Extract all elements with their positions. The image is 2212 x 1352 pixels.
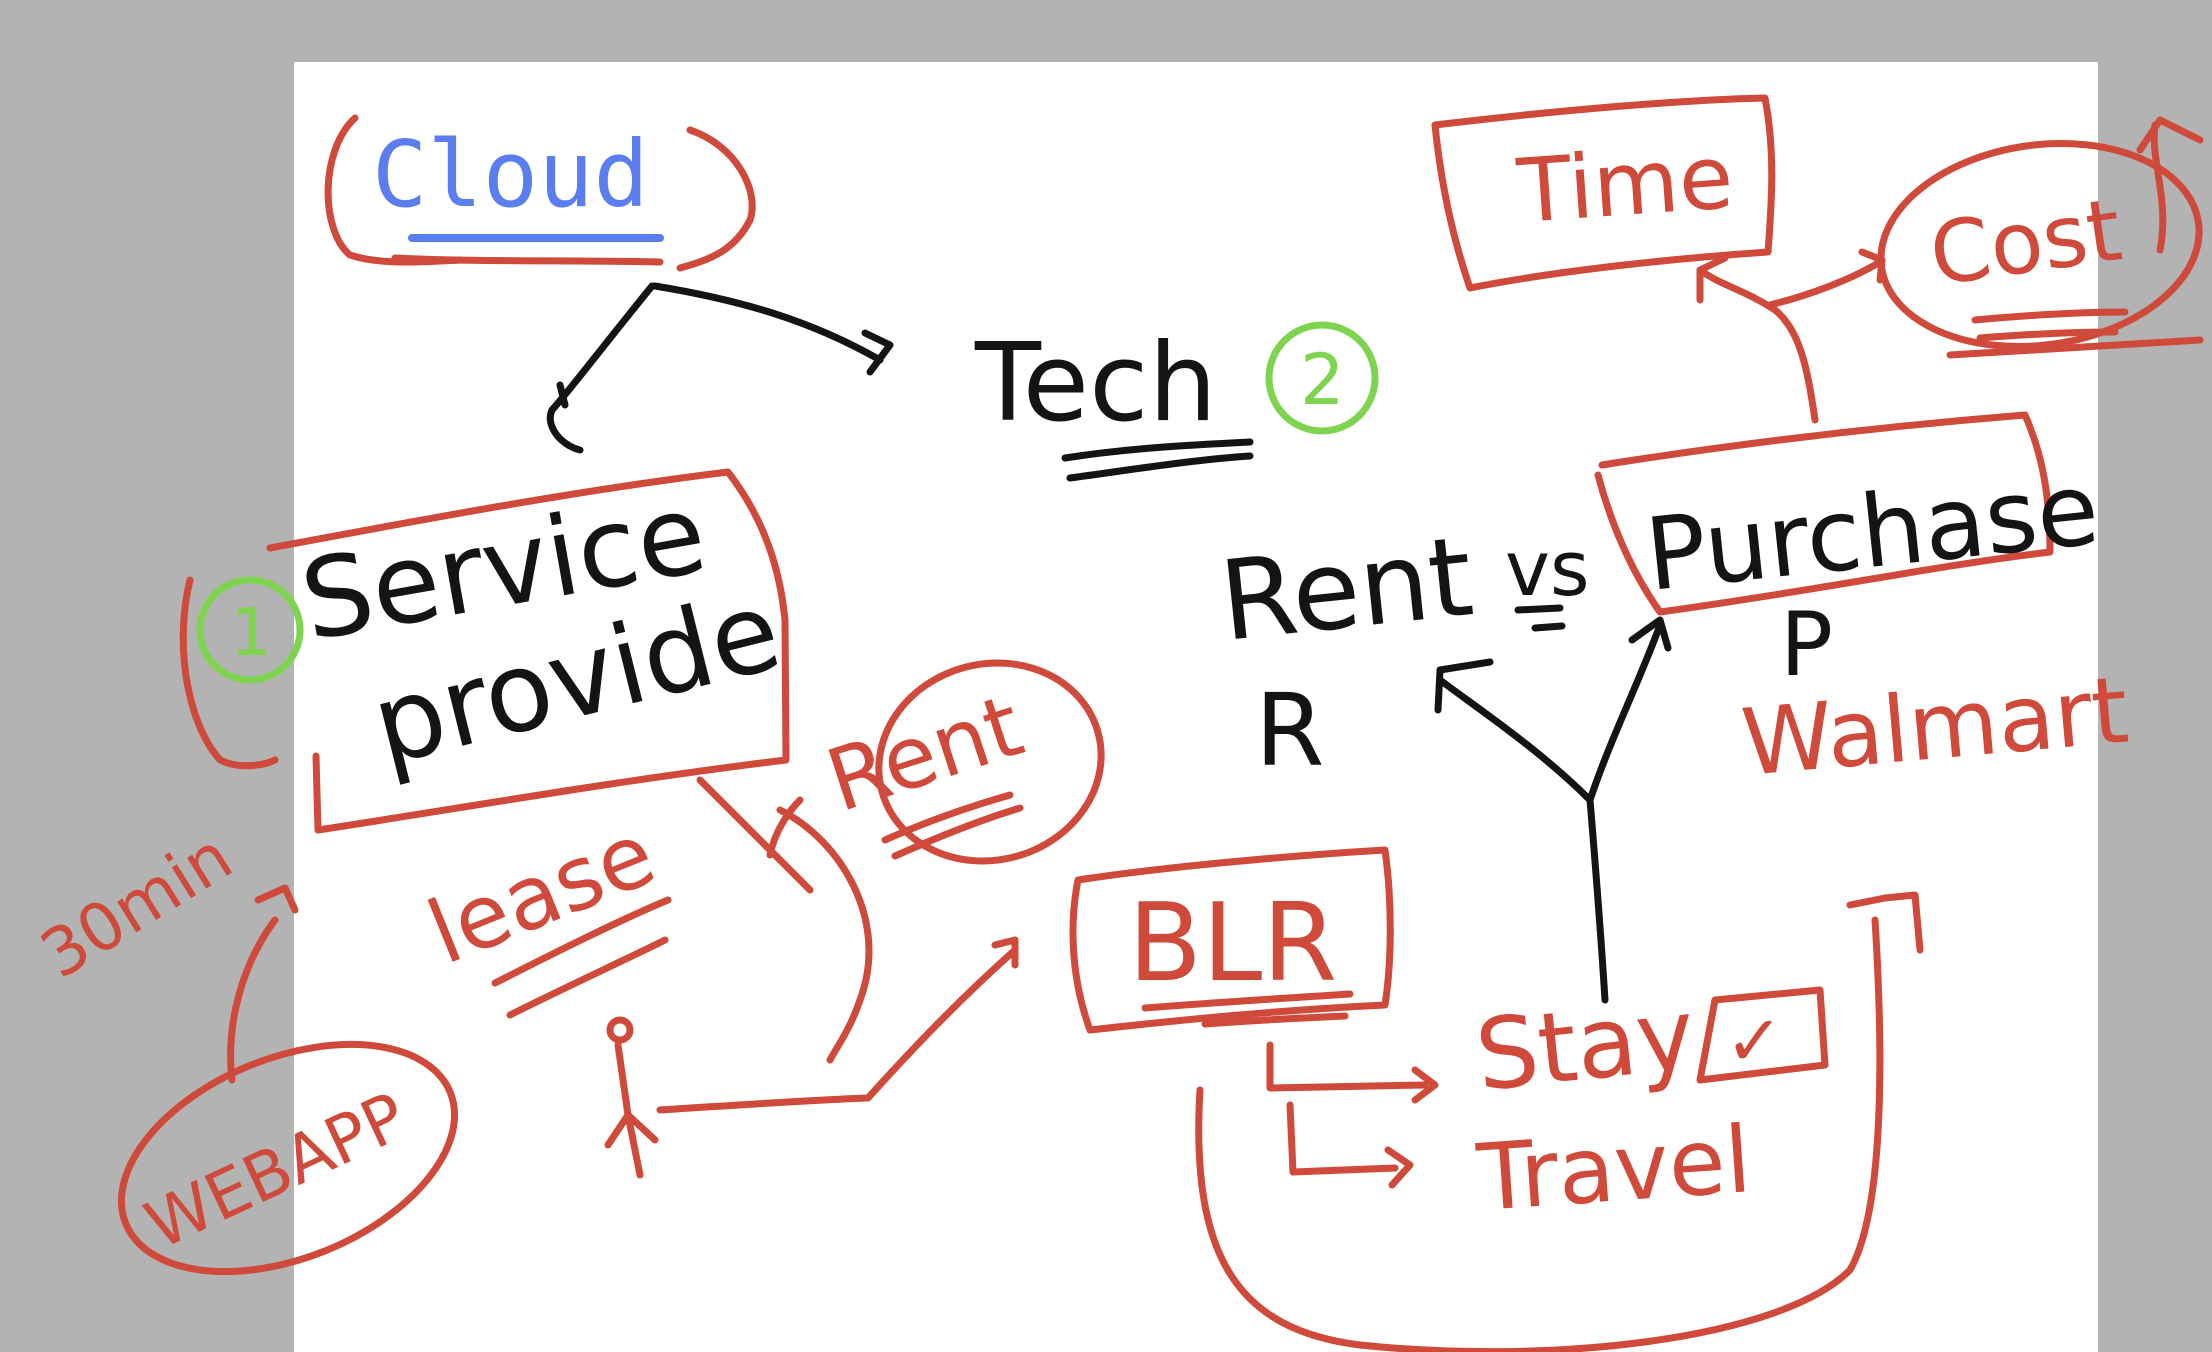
arrow-purchase-to-cost <box>1766 258 1884 309</box>
thirty-min-node[interactable]: 30min <box>28 818 246 994</box>
cost-arrow-up <box>2150 121 2167 254</box>
arrow-head-tech <box>861 329 894 376</box>
stay-label: Stay <box>1471 978 1700 1114</box>
y-arrow-right <box>1586 621 1664 804</box>
cloud-node[interactable]: Cloud <box>324 114 756 272</box>
r-letter: R <box>1255 672 1324 789</box>
stay-check: ✓ <box>1725 1000 1784 1082</box>
vs-node[interactable]: vs <box>1505 524 1590 632</box>
tech-underline-1 <box>1061 438 1254 462</box>
person-head <box>606 1016 634 1044</box>
arrow-webapp-to-30min <box>227 916 279 1084</box>
arrow-head-travel <box>1384 1146 1414 1189</box>
lease-underline-2 <box>506 936 669 1019</box>
stay-node[interactable]: Stay ✓ <box>1471 978 1829 1114</box>
tech-node[interactable]: Tech 2 <box>974 321 1379 482</box>
cloud-label: Cloud <box>372 121 649 228</box>
loop-arrow <box>1195 916 1884 1352</box>
vs-label: vs <box>1505 524 1590 613</box>
cloud-underline-red <box>391 254 664 266</box>
arrow-head-30min <box>254 884 299 914</box>
tech-underline-2 <box>1066 452 1254 482</box>
y-arrow-left <box>1436 676 1594 804</box>
service-number-circle <box>196 576 304 684</box>
cost-underline-1 <box>1971 308 2129 324</box>
rent-line-b <box>766 796 804 859</box>
arrow-blr-to-travel <box>1286 1101 1399 1176</box>
y-arrow-left-head <box>1434 658 1494 714</box>
rent-underline-2 <box>891 804 1024 860</box>
rent-curve <box>776 806 873 1064</box>
rent-black-label: Rent <box>1214 512 1478 666</box>
purchase-box <box>1594 411 2054 616</box>
cloud-bracket-right <box>676 126 756 272</box>
loop-arrow-head <box>1846 891 1924 954</box>
tech-number-circle <box>1265 321 1379 435</box>
blr-label: BLR <box>1128 881 1337 1006</box>
cost-arrow-head <box>2136 116 2204 154</box>
tech-label: Tech <box>974 321 1217 446</box>
arrow-cloud-to-tech <box>651 282 884 364</box>
rent-black-node[interactable]: Rent R <box>1214 512 1478 789</box>
time-box <box>1431 94 1776 292</box>
person-figure <box>604 1016 659 1179</box>
arrow-cloud-to-service <box>546 282 656 454</box>
vs-underline-2 <box>1531 622 1566 632</box>
service-box <box>266 468 790 834</box>
lease-underline-1 <box>491 896 672 987</box>
blr-node[interactable]: BLR <box>1069 846 1394 1034</box>
cost-circle <box>1877 140 2203 350</box>
arrow-head-service <box>556 381 569 409</box>
cost-underline-3 <box>1946 336 2204 359</box>
arrow-purchase-to-time <box>1696 266 1819 424</box>
time-label: Time <box>1513 125 1736 243</box>
person-arms <box>604 1111 659 1149</box>
stay-checkbox <box>1696 986 1829 1084</box>
arrow-person-to-blr <box>656 946 1019 1114</box>
travel-label: Travel <box>1473 1106 1754 1232</box>
blr-box <box>1069 846 1394 1034</box>
blr-underline-2 <box>1201 1012 1349 1028</box>
blr-underline-1 <box>1141 990 1354 1012</box>
arrow-head-stay <box>1411 1066 1439 1104</box>
time-node[interactable]: Time <box>1431 94 1776 292</box>
rent-line-a <box>696 776 814 894</box>
vs-underline-1 <box>1514 604 1564 614</box>
thirty-min-label: 30min <box>28 818 246 994</box>
service-number: 1 <box>230 594 272 671</box>
service-bracket <box>179 576 279 770</box>
cost-underline-2 <box>1976 328 2119 342</box>
webapp-circle <box>117 1040 459 1276</box>
rent-circle <box>875 659 1105 865</box>
p-letter: P <box>1780 593 1833 696</box>
travel-node[interactable]: Travel <box>1473 1106 1754 1232</box>
y-arrow-right-head <box>1628 616 1672 652</box>
rent-underline-1 <box>881 791 1014 844</box>
arrow-head-time <box>1696 254 1729 304</box>
arrow-blr-to-stay <box>1266 1041 1429 1092</box>
tech-number: 2 <box>1300 339 1345 421</box>
y-arrow-stem <box>1586 796 1609 1004</box>
arrow-head-blr <box>991 936 1019 969</box>
